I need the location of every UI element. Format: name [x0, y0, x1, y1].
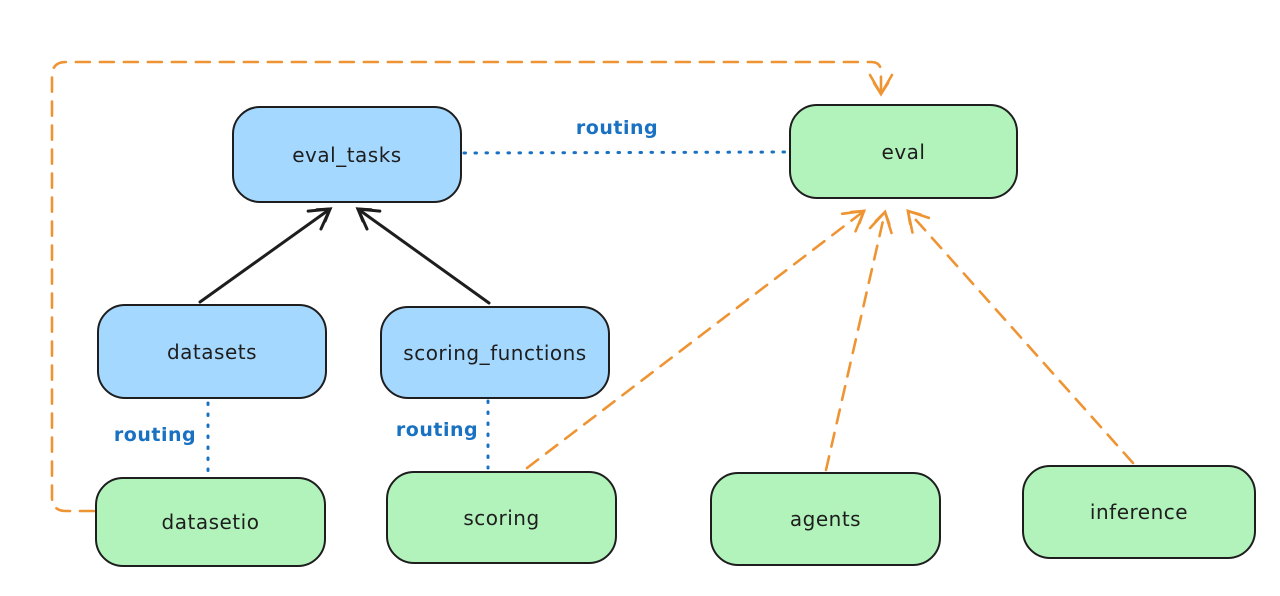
routing-label-scoring-functions-scoring: routing [395, 419, 479, 441]
node-datasetio: datasetio [95, 477, 326, 567]
node-eval-label: eval [881, 139, 926, 164]
node-eval-tasks: eval_tasks [232, 106, 462, 203]
edge-agents-to-eval [824, 209, 893, 472]
node-datasets-label: datasets [166, 339, 258, 364]
node-agents-label: agents [789, 507, 862, 531]
routing-label-datasets-datasetio: routing [113, 424, 197, 446]
node-scoring-label: scoring [463, 505, 540, 530]
node-eval-tasks-label: eval_tasks [292, 142, 402, 167]
node-inference-label: inference [1089, 500, 1189, 524]
routing-label-eval-tasks-eval: routing [575, 117, 659, 139]
node-datasetio-label: datasetio [161, 510, 260, 534]
node-scoring: scoring [386, 471, 617, 564]
edge-eval-tasks-to-eval-routing [462, 150, 791, 155]
node-inference: inference [1022, 465, 1256, 559]
node-eval: eval [789, 104, 1018, 199]
node-agents: agents [710, 472, 941, 566]
node-datasets: datasets [97, 304, 327, 399]
node-scoring-functions: scoring_functions [380, 306, 610, 399]
edge-datasetio-to-eval [50, 60, 894, 513]
node-scoring-functions-label: scoring_functions [403, 340, 587, 365]
edge-datasets-to-eval-tasks [198, 207, 333, 304]
edge-inference-to-eval [906, 209, 1135, 465]
edge-scoring-functions-to-eval-tasks [355, 207, 491, 305]
